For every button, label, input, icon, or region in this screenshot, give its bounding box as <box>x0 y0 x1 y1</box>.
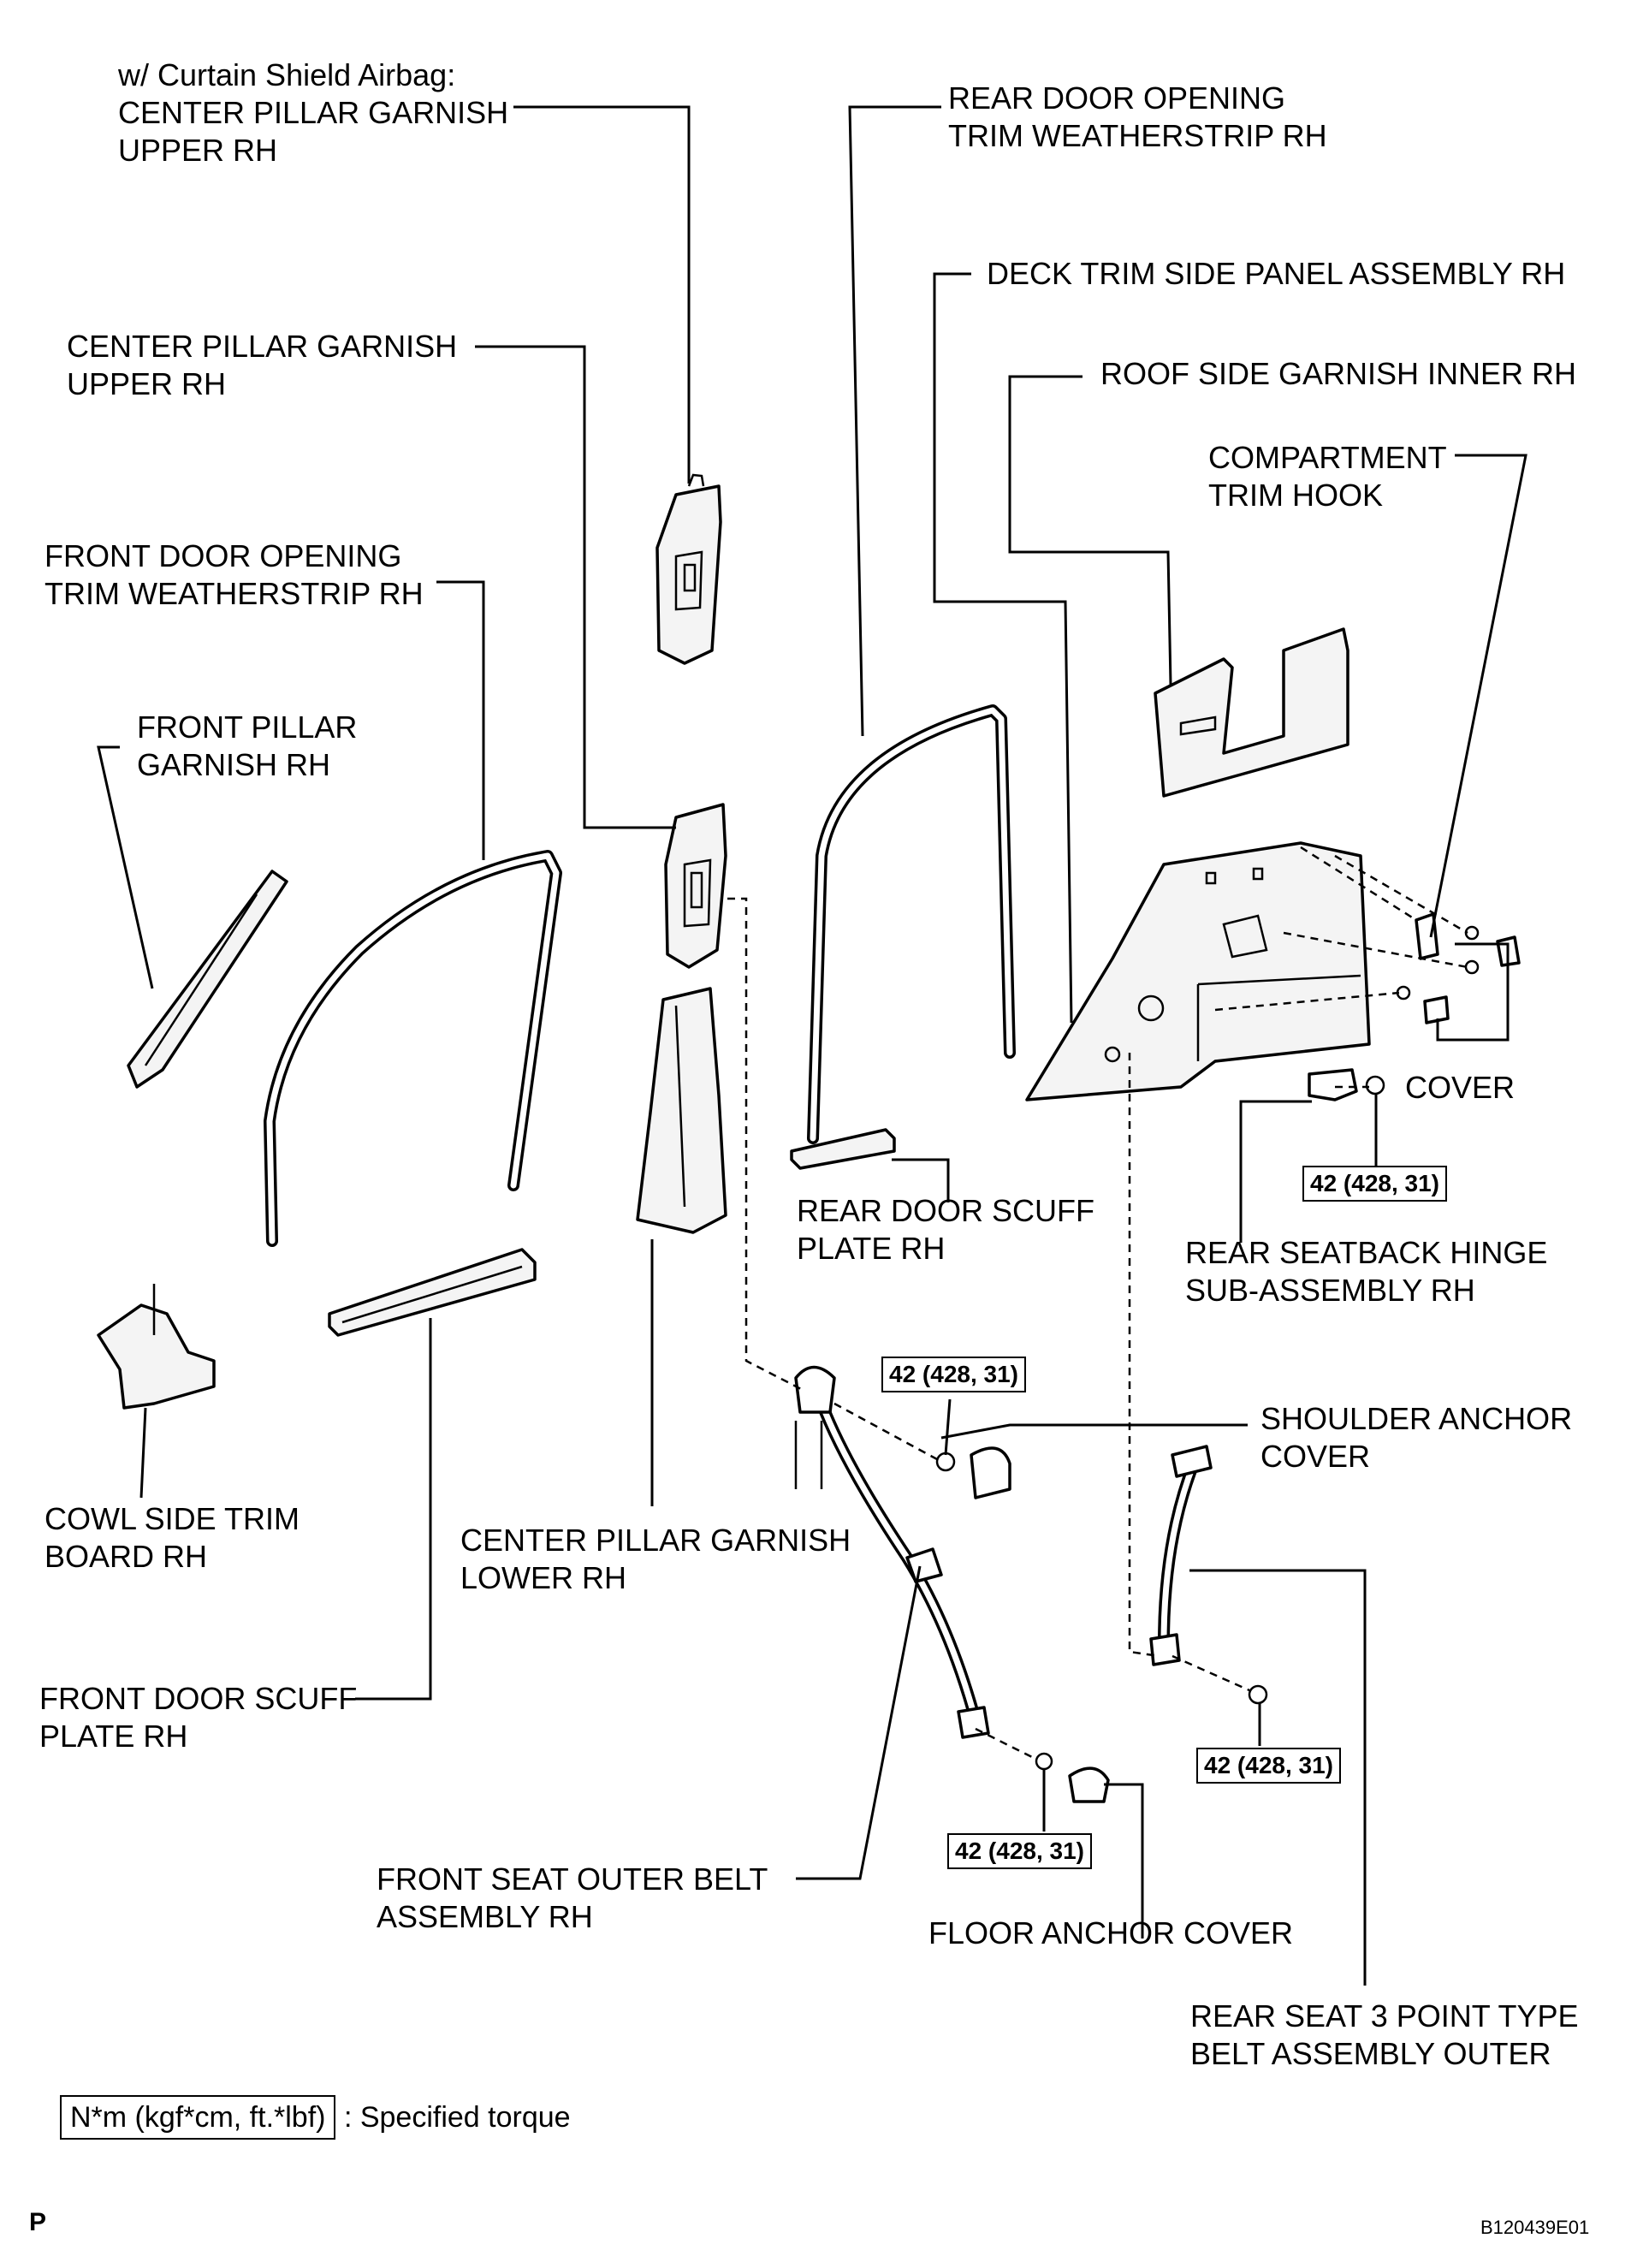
cover-parts <box>1423 935 1521 1024</box>
label-line-1: SHOULDER ANCHOR <box>1260 1401 1573 1436</box>
label-line-2: SUB-ASSEMBLY RH <box>1185 1273 1475 1308</box>
label-line-2: TRIM WEATHERSTRIP RH <box>948 118 1327 153</box>
label-center-pillar-lower: CENTER PILLAR GARNISH LOWER RH <box>460 1522 851 1597</box>
curtain-note: w/ Curtain Shield Airbag: <box>118 57 456 92</box>
label-line-2: BOARD RH <box>44 1539 208 1574</box>
front-door-scuff-plate-part <box>328 1248 537 1337</box>
label-line-1: COWL SIDE TRIM <box>44 1501 300 1536</box>
label-deck-trim-side-panel: DECK TRIM SIDE PANEL ASSEMBLY RH <box>987 256 1566 291</box>
label-line-1: REAR DOOR OPENING <box>948 80 1286 116</box>
label-line-1: REAR SEATBACK HINGE <box>1185 1235 1548 1270</box>
label-center-pillar-upper-airbag: w/ Curtain Shield Airbag: CENTER PILLAR … <box>118 56 508 169</box>
torque-shoulder-anchor: 42 (428, 31) <box>881 1357 1026 1392</box>
label-line-2: UPPER RH <box>67 366 227 401</box>
front-pillar-garnish-part <box>127 870 288 1089</box>
label-line-1: COMPARTMENT <box>1208 440 1447 475</box>
rear-seatback-hinge-part <box>1308 1068 1358 1101</box>
label-floor-anchor-cover: FLOOR ANCHOR COVER <box>928 1915 1294 1950</box>
label-cover: COVER <box>1405 1070 1516 1105</box>
label-line-1: CENTER PILLAR GARNISH <box>460 1523 851 1558</box>
center-pillar-garnish-lower-part <box>636 987 727 1234</box>
deck-trim-side-panel-part <box>1025 841 1371 1101</box>
front-door-weatherstrip-part <box>264 850 562 1247</box>
label-line-2: ASSEMBLY RH <box>377 1899 593 1934</box>
label-rear-seatback-hinge: REAR SEATBACK HINGE SUB-ASSEMBLY RH <box>1185 1234 1547 1309</box>
label-rear-door-weatherstrip: REAR DOOR OPENING TRIM WEATHERSTRIP RH <box>948 80 1327 155</box>
label-front-door-scuff: FRONT DOOR SCUFF PLATE RH <box>39 1680 357 1755</box>
label-front-pillar-garnish: FRONT PILLAR GARNISH RH <box>137 709 357 784</box>
label-shoulder-anchor-cover: SHOULDER ANCHOR COVER <box>1260 1400 1572 1475</box>
label-line-2: PLATE RH <box>797 1231 946 1266</box>
label-front-seat-outer-belt: FRONT SEAT OUTER BELT ASSEMBLY RH <box>377 1861 768 1936</box>
center-pillar-garnish-upper-airbag-part <box>655 473 722 665</box>
label-cowl-side-trim: COWL SIDE TRIM BOARD RH <box>44 1500 300 1576</box>
label-line-1: FRONT PILLAR <box>137 709 358 745</box>
shoulder-anchor-cover-part <box>970 1446 1011 1499</box>
label-line-1: CENTER PILLAR GARNISH <box>67 329 458 364</box>
torque-rear-belt: 42 (428, 31) <box>1196 1748 1341 1784</box>
label-line-2: COVER <box>1260 1439 1371 1474</box>
label-line-2: GARNISH RH <box>137 747 331 782</box>
rear-seat-3-point-belt-part <box>1149 1445 1213 1666</box>
label-line-2: BELT ASSEMBLY OUTER <box>1190 2036 1551 2071</box>
legend-unit: N*m (kgf*cm, ft.*lbf) <box>60 2095 336 2140</box>
legend-text: : Specified torque <box>343 2101 571 2134</box>
center-pillar-garnish-upper-part <box>664 803 727 969</box>
figure-id: B120439E01 <box>1480 2217 1590 2238</box>
assembly-dashed-lines <box>727 846 1468 1760</box>
torque-hinge: 42 (428, 31) <box>1302 1166 1447 1202</box>
label-center-pillar-upper: CENTER PILLAR GARNISH UPPER RH <box>67 328 457 403</box>
label-line-1: REAR SEAT 3 POINT TYPE <box>1190 1998 1579 2033</box>
label-line-1: FRONT DOOR OPENING <box>44 538 402 573</box>
torque-legend: N*m (kgf*cm, ft.*lbf) : Specified torque <box>60 2095 571 2140</box>
page-mark: P <box>29 2208 47 2236</box>
label-line-1: REAR DOOR SCUFF <box>797 1193 1095 1228</box>
floor-anchor-cover-part <box>1068 1766 1110 1803</box>
label-line-1: FRONT DOOR SCUFF <box>39 1681 358 1716</box>
label-roof-side-garnish: ROOF SIDE GARNISH INNER RH <box>1100 356 1577 391</box>
rear-door-scuff-plate-part <box>790 1128 896 1170</box>
torque-floor-anchor: 42 (428, 31) <box>947 1833 1092 1869</box>
label-line-2: LOWER RH <box>460 1560 627 1595</box>
label-line-2: PLATE RH <box>39 1719 188 1754</box>
label-line-2: TRIM HOOK <box>1208 478 1383 513</box>
label-front-door-weatherstrip: FRONT DOOR OPENING TRIM WEATHERSTRIP RH <box>44 537 424 613</box>
label-rear-seat-belt: REAR SEAT 3 POINT TYPE BELT ASSEMBLY OUT… <box>1190 1998 1578 2073</box>
leader-lines <box>97 105 1527 1986</box>
roof-side-garnish-inner-part <box>1154 627 1349 798</box>
label-line-2: TRIM WEATHERSTRIP RH <box>44 576 424 611</box>
label-compartment-trim-hook: COMPARTMENT TRIM HOOK <box>1208 439 1447 514</box>
label-line-2: UPPER RH <box>118 133 278 168</box>
rear-door-weatherstrip-part <box>807 704 1016 1144</box>
label-rear-door-scuff: REAR DOOR SCUFF PLATE RH <box>797 1192 1094 1268</box>
label-line-1: CENTER PILLAR GARNISH <box>118 95 509 130</box>
label-line-1: FRONT SEAT OUTER BELT <box>377 1861 768 1897</box>
front-seat-outer-belt-part <box>794 1365 990 1739</box>
cowl-side-trim-board-part <box>97 1284 216 1410</box>
